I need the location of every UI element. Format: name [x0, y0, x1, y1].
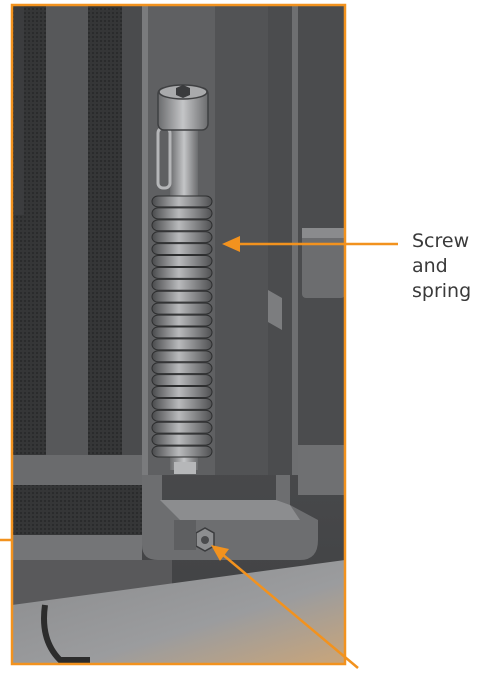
spring-coil — [151, 445, 213, 458]
callout-label-screw-and-spring: Screw and spring — [412, 229, 471, 304]
spring-coil — [151, 386, 213, 398]
callout-line-1: Screw — [412, 230, 470, 252]
spring-coil — [151, 278, 213, 291]
spring-coil — [151, 207, 213, 220]
spring-coil — [151, 409, 213, 422]
spring-coil — [151, 326, 213, 339]
spring-coil — [151, 338, 213, 351]
spring-coil — [151, 219, 213, 232]
callout-line-2: and — [412, 255, 448, 277]
hex-nut — [195, 527, 215, 552]
spring-coil — [151, 266, 213, 279]
spring-coil — [151, 421, 213, 434]
spring-coil — [151, 362, 213, 375]
callout-line-3: spring — [412, 280, 472, 302]
spring-coil — [151, 195, 213, 208]
spring-coil — [151, 374, 213, 387]
spring-coil — [151, 350, 213, 363]
right-bracket — [302, 228, 345, 298]
spring-coil — [151, 231, 213, 244]
image-frame — [10, 3, 347, 666]
spring-coil — [151, 255, 213, 267]
callout-arrow-bottom-nut — [211, 545, 359, 669]
spring-coil — [151, 302, 213, 315]
spring-coil — [151, 243, 213, 256]
callout-arrow-screw-and-spring — [222, 236, 398, 252]
spring-coil — [151, 433, 213, 446]
spring-coil — [151, 397, 213, 410]
spring-coil — [151, 290, 213, 303]
spring — [151, 195, 213, 458]
spring-coil — [151, 314, 213, 327]
